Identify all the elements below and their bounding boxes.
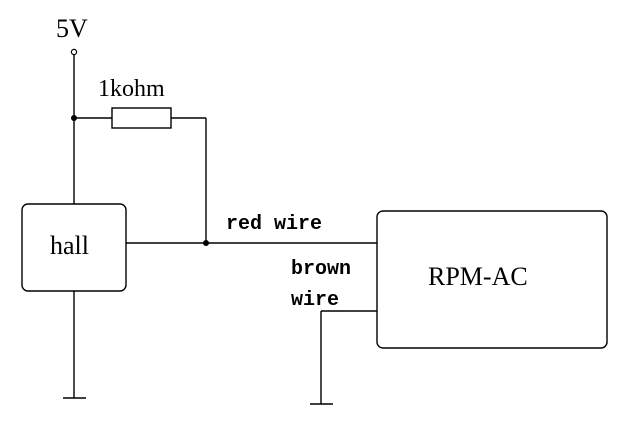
supply-terminal: [70, 48, 78, 56]
hall-sensor-label: hall: [50, 231, 89, 260]
red-wire-label: red wire: [226, 213, 322, 236]
signal-junction-dot: [203, 240, 209, 246]
brown-wire-label-line2: wire: [291, 289, 339, 312]
resistor-label: 1kohm: [98, 76, 165, 102]
resistor: [111, 107, 172, 129]
rpm-ac-label: RPM-AC: [428, 262, 528, 291]
brown-wire-label-line1: brown: [291, 258, 351, 281]
rpm-ac-box: [376, 210, 608, 349]
supply-voltage-label: 5V: [56, 14, 88, 43]
